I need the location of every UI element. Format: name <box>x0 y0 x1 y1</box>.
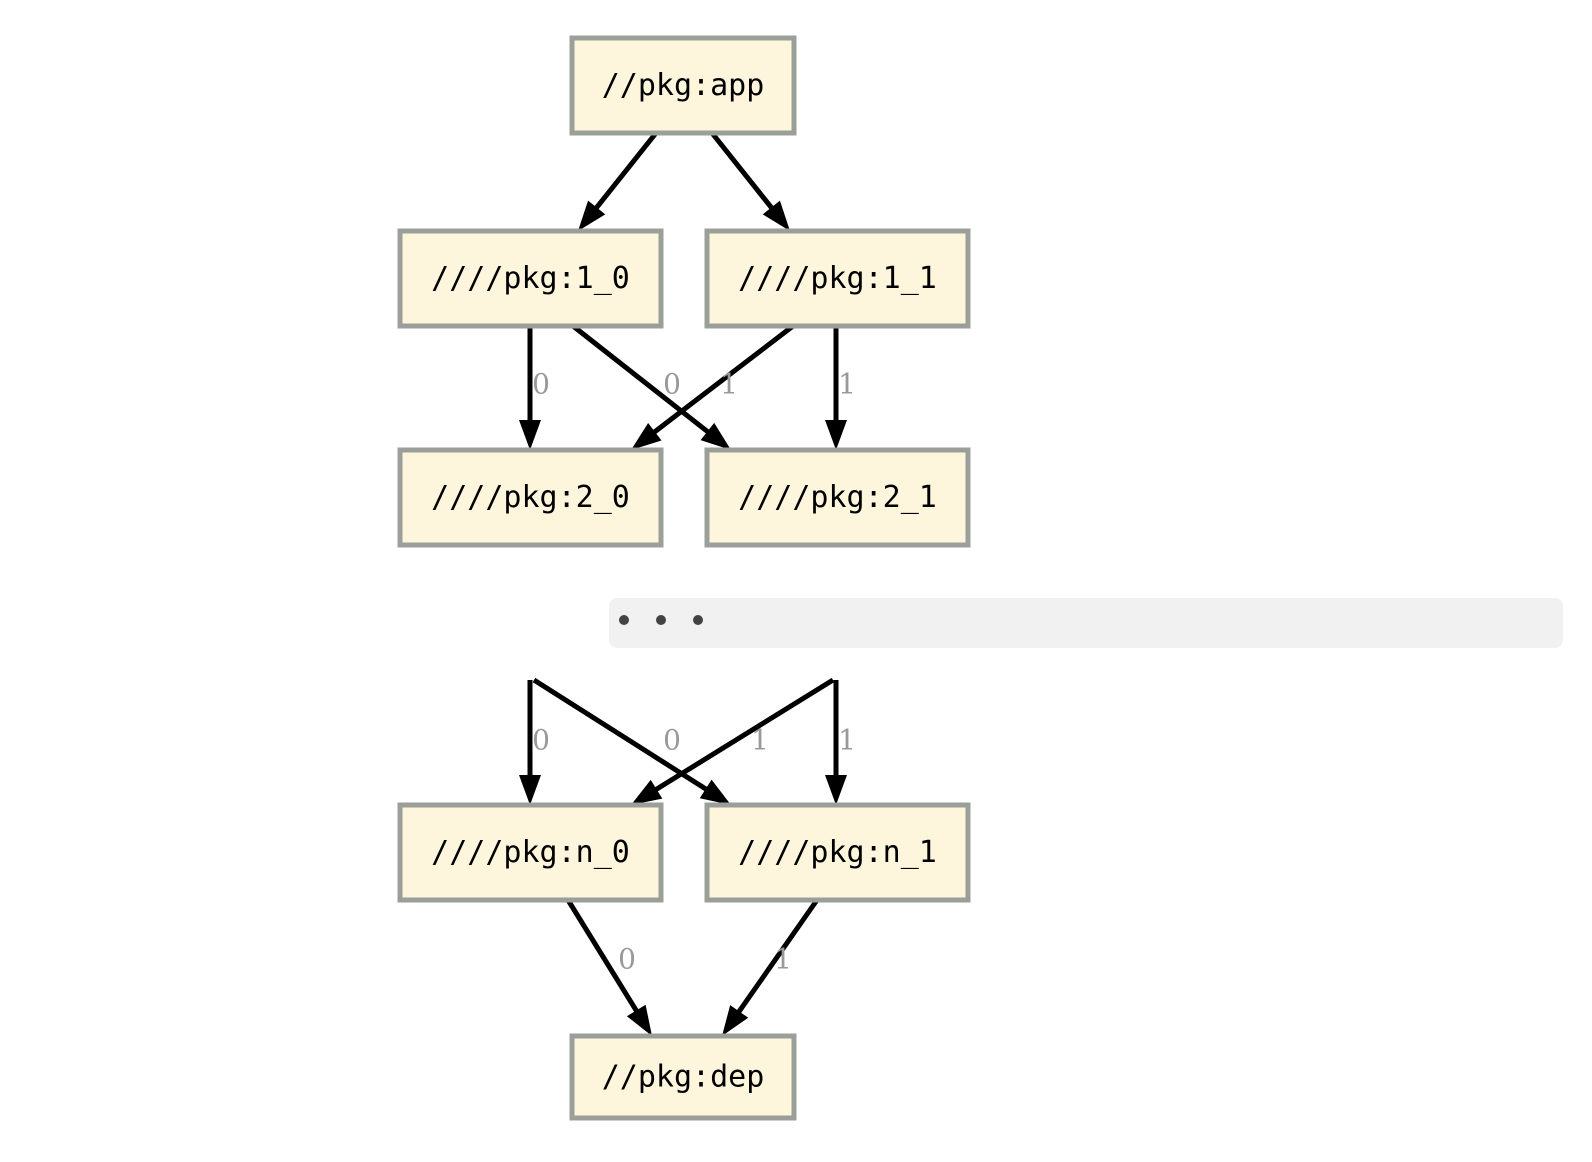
ellipsis-dot <box>619 615 629 625</box>
node-label: ////pkg:1_1 <box>738 261 937 296</box>
edge-label: 1 <box>774 943 792 976</box>
node-box[interactable] <box>704 447 971 548</box>
edge-arrowhead <box>825 420 847 450</box>
edge-line <box>590 131 658 214</box>
edge-arrowhead <box>825 775 847 805</box>
edge-arrowhead <box>519 420 541 450</box>
edge-line <box>710 131 778 214</box>
node-label: ////pkg:2_0 <box>431 480 630 515</box>
edge-arrowhead <box>699 779 731 805</box>
edge-arrowhead <box>519 775 541 805</box>
graph-node-n1_0[interactable]: ////pkg:1_0 <box>397 228 664 329</box>
edge-label-layer: 0 0 1 1 0 0 1 1 0 1 <box>532 368 856 976</box>
edge-line <box>565 898 642 1017</box>
edge-label: 1 <box>751 724 769 757</box>
edge-label: 1 <box>838 368 856 401</box>
edge-label: 0 <box>532 368 550 401</box>
graph-node-nn_0[interactable]: ////pkg:n_0 <box>397 802 664 903</box>
ellipsis-dot <box>656 615 666 625</box>
node-box[interactable] <box>704 228 971 329</box>
edge-layer <box>519 131 847 1036</box>
edge-arrowhead <box>631 779 663 805</box>
edge-line <box>571 324 714 438</box>
node-label: ////pkg:2_1 <box>738 480 937 515</box>
edge-arrowhead <box>700 422 731 450</box>
node-box[interactable] <box>569 1033 797 1121</box>
ellipsis-bar <box>609 598 1563 648</box>
graph-node-nn_1[interactable]: ////pkg:n_1 <box>704 802 971 903</box>
node-box[interactable] <box>397 447 664 548</box>
node-box[interactable] <box>569 35 797 136</box>
ellipsis-separator <box>609 598 1563 648</box>
node-label: ////pkg:n_1 <box>738 835 937 870</box>
edge-label: 1 <box>838 724 856 757</box>
node-box[interactable] <box>397 802 664 903</box>
edge-label: 0 <box>663 368 681 401</box>
edge-line <box>648 324 795 438</box>
node-label: //pkg:dep <box>602 1060 765 1095</box>
node-label: //pkg:app <box>602 68 765 103</box>
node-box[interactable] <box>704 802 971 903</box>
graph-node-n2_0[interactable]: ////pkg:2_0 <box>397 447 664 548</box>
graph-node-n2_1[interactable]: ////pkg:2_1 <box>704 447 971 548</box>
node-label: ////pkg:n_0 <box>431 835 630 870</box>
node-label: ////pkg:1_0 <box>431 261 630 296</box>
graph-node-n1_1[interactable]: ////pkg:1_1 <box>704 228 971 329</box>
edge-arrowhead <box>626 1004 652 1036</box>
edge-label: 0 <box>618 943 636 976</box>
edge-line <box>650 677 835 795</box>
edge-line <box>532 677 713 795</box>
edge-line <box>733 898 820 1018</box>
edge-arrowhead <box>578 200 606 231</box>
graph-node-app[interactable]: //pkg:app <box>569 35 797 136</box>
graph-node-dep[interactable]: //pkg:dep <box>569 1033 797 1121</box>
edge-arrowhead <box>762 200 790 231</box>
edge-label: 0 <box>532 724 550 757</box>
node-box[interactable] <box>397 228 664 329</box>
edge-arrowhead <box>722 1005 749 1036</box>
edge-label: 0 <box>663 724 681 757</box>
edge-arrowhead <box>631 423 662 450</box>
ellipsis-dot <box>693 615 703 625</box>
edge-label: 1 <box>720 368 738 401</box>
node-layer: //pkg:app ////pkg:1_0 ////pkg:1_1 ////pkg:2… <box>397 35 971 1121</box>
